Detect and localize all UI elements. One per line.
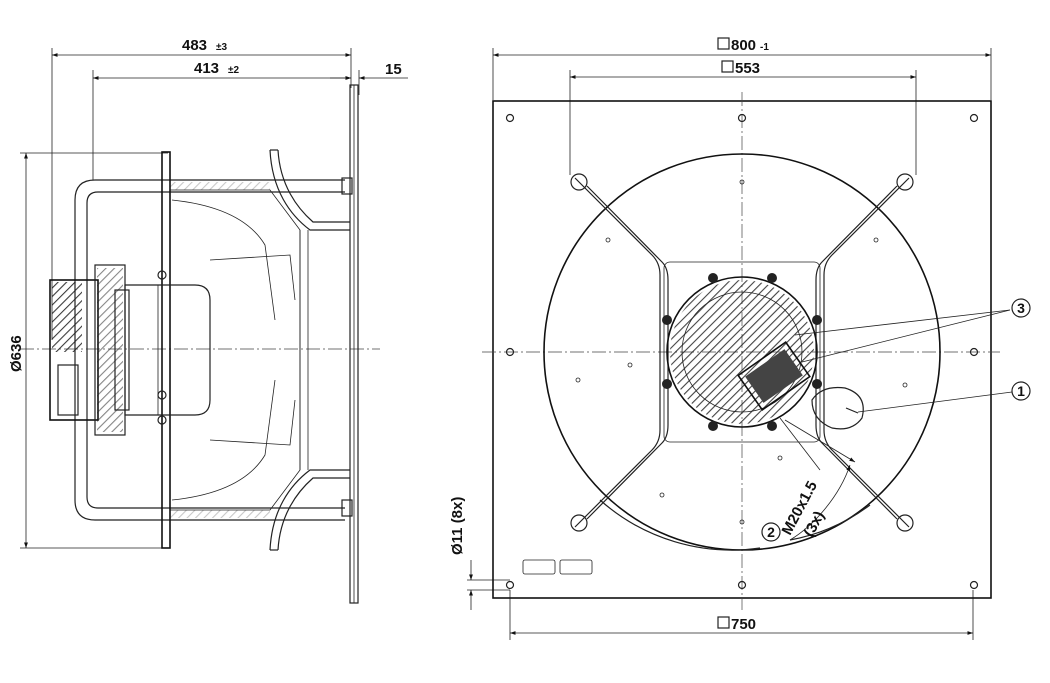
callout-2-label: 2 bbox=[767, 524, 775, 540]
overall-length-tolerance: ±3 bbox=[216, 42, 227, 53]
body-length-value: 413 bbox=[194, 60, 219, 77]
overall-length-value: 483 bbox=[182, 37, 207, 54]
callout-3: 3 bbox=[794, 298, 1031, 363]
dim-plate-size: 800 -1 bbox=[492, 37, 992, 100]
dim-guard-span: 553 bbox=[569, 60, 917, 175]
diameter-value: Ø636 bbox=[8, 335, 25, 372]
guard-span-value: 553 bbox=[735, 60, 760, 77]
plate-size-value: 800 bbox=[731, 37, 756, 54]
dim-body-length: 413 ±2 bbox=[92, 60, 351, 180]
callout-1-label: 1 bbox=[1017, 383, 1025, 399]
plate-size-tolerance: -1 bbox=[760, 42, 769, 53]
dim-flange-thickness: 15 bbox=[330, 61, 408, 95]
hole-diameter-value: Ø11 (8x) bbox=[449, 497, 466, 555]
hole-spacing-value: 750 bbox=[731, 616, 756, 633]
side-view: 483 ±3 413 ±2 15 Ø636 bbox=[8, 37, 408, 604]
flange-thickness-value: 15 bbox=[385, 61, 402, 78]
callout-1: 1 bbox=[857, 381, 1031, 413]
mounting-holes bbox=[505, 113, 979, 590]
motor bbox=[662, 273, 822, 431]
dim-hole-spacing: 750 bbox=[509, 590, 974, 640]
callout-3-label: 3 bbox=[1017, 300, 1025, 316]
front-view: 800 -1 553 750 Ø11 (8x) bbox=[449, 37, 1000, 640]
dim-diameter: Ø636 bbox=[8, 152, 168, 549]
dim-hole-diameter: Ø11 (8x) bbox=[449, 497, 510, 610]
body-length-tolerance: ±2 bbox=[228, 65, 239, 76]
